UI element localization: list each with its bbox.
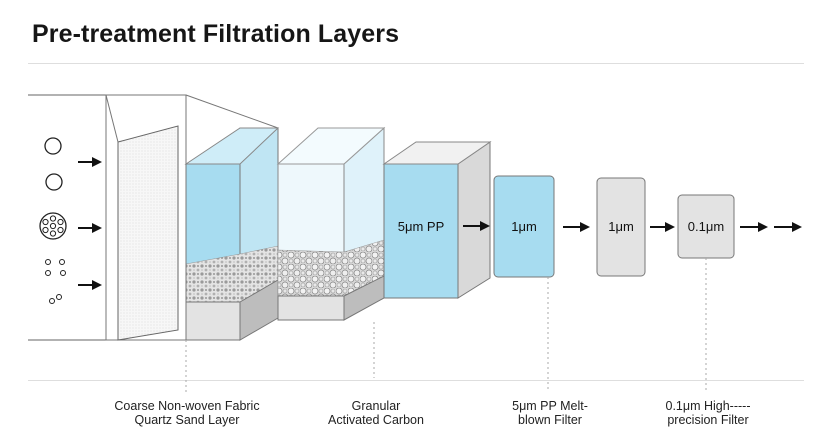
label-line: Granular <box>351 399 401 413</box>
small-particles-icon <box>45 259 66 304</box>
label-line: Coarse Non-woven Fabric <box>114 399 260 413</box>
stage-label-01um: 0.1μm <box>688 219 724 234</box>
quartz-sand-tank <box>184 94 280 341</box>
bottom-divider <box>28 380 804 381</box>
page-title: Pre-treatment Filtration Layers <box>32 20 400 48</box>
non-woven-fabric-sheet <box>105 94 187 341</box>
label-line: blown Filter <box>518 413 582 427</box>
medium-particle-cluster-icon <box>39 212 67 240</box>
large-particle-icon <box>45 173 63 191</box>
carbon-label: Granular Activated Carbon <box>306 399 446 427</box>
stage-label-1um-a: 1μm <box>511 219 537 234</box>
top-divider <box>28 63 804 64</box>
activated-carbon-tank <box>276 126 386 321</box>
fine-filter-cartridge-gray <box>596 177 646 277</box>
fine-filter-cartridge-blue <box>493 175 555 278</box>
stage-label-1um-b: 1μm <box>608 219 634 234</box>
high-precision-label: 0.1μm High----- precision Filter <box>646 399 770 427</box>
stage-label-pp: 5μm PP <box>398 219 445 234</box>
pp-meltblown-label: 5μm PP Melt- blown Filter <box>490 399 610 427</box>
label-line: precision Filter <box>667 413 749 427</box>
label-line: Activated Carbon <box>328 413 424 427</box>
label-line: Quartz Sand Layer <box>134 413 240 427</box>
pp-filter-block <box>382 141 492 299</box>
label-line: 0.1μm High----- <box>665 399 751 413</box>
fabric-sand-label: Coarse Non-woven Fabric Quartz Sand Laye… <box>95 399 279 427</box>
large-particle-icon <box>44 137 62 155</box>
label-line: 5μm PP Melt- <box>512 399 588 413</box>
leader-lines <box>185 258 707 392</box>
